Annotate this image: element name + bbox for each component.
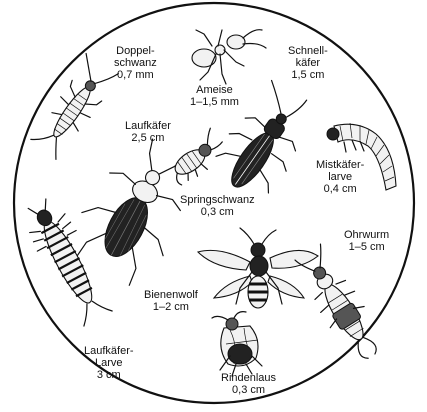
- doppelschwanz-size: 0,7 mm: [114, 69, 157, 81]
- springschwanz-size: 0,3 cm: [180, 206, 255, 218]
- label-ohrwurm: Ohrwurm 1–5 cm: [344, 229, 389, 253]
- schnellkaefer-name-1: Schnell-: [288, 45, 328, 57]
- schnellkaefer-size: 1,5 cm: [288, 69, 328, 81]
- laufkaeferlarve-name-1: Laufkäfer-: [84, 345, 134, 357]
- label-rindenlaus: Rindenlaus 0,3 cm: [221, 372, 276, 396]
- bienenwolf-name: Bienenwolf: [144, 289, 198, 301]
- laufkaeferlarve-name-2: Larve: [84, 357, 134, 369]
- label-schnellkaefer: Schnell- käfer 1,5 cm: [288, 45, 328, 81]
- mistkaeferlarve-name-1: Mistkäfer-: [316, 159, 364, 171]
- laufkaefer-name: Laufkäfer: [125, 120, 171, 132]
- label-doppelschwanz: Doppel- schwanz 0,7 mm: [114, 45, 157, 81]
- ohrwurm-size: 1–5 cm: [344, 241, 389, 253]
- ameise-name: Ameise: [190, 84, 239, 96]
- springschwanz-name: Springschwanz: [180, 194, 255, 206]
- label-bienenwolf: Bienenwolf 1–2 cm: [144, 289, 198, 313]
- rindenlaus-name: Rindenlaus: [221, 372, 276, 384]
- mistkaeferlarve-size: 0,4 cm: [316, 183, 364, 195]
- label-ameise: Ameise 1–1,5 mm: [190, 84, 239, 108]
- laufkaeferlarve-size: 3 cm: [84, 369, 134, 381]
- label-springschwanz: Springschwanz 0,3 cm: [180, 194, 255, 218]
- label-mistkaeferlarve: Mistkäfer- larve 0,4 cm: [316, 159, 364, 195]
- rindenlaus-size: 0,3 cm: [221, 384, 276, 396]
- label-laufkaeferlarve: Laufkäfer- Larve 3 cm: [84, 345, 134, 381]
- schnellkaefer-name-2: käfer: [288, 57, 328, 69]
- doppelschwanz-name-1: Doppel-: [114, 45, 157, 57]
- mistkaeferlarve-name-2: larve: [316, 171, 364, 183]
- label-laufkaefer: Laufkäfer 2,5 cm: [125, 120, 171, 144]
- doppelschwanz-name-2: schwanz: [114, 57, 157, 69]
- ameise-size: 1–1,5 mm: [190, 96, 239, 108]
- bienenwolf-size: 1–2 cm: [144, 301, 198, 313]
- laufkaefer-size: 2,5 cm: [125, 132, 171, 144]
- ohrwurm-name: Ohrwurm: [344, 229, 389, 241]
